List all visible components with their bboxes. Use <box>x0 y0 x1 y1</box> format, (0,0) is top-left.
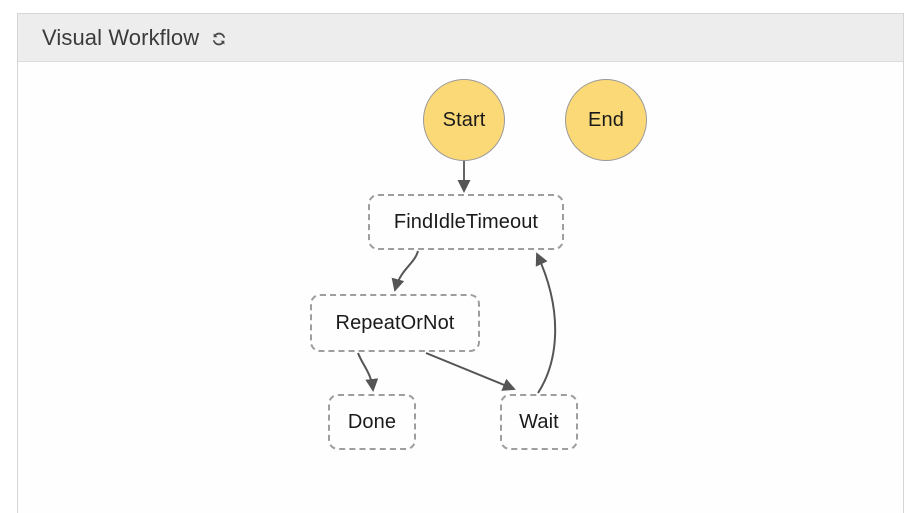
workflow-node-wait[interactable]: Wait <box>500 394 578 450</box>
edge-findidletimeout-to-repeatornot <box>391 250 419 292</box>
workflow-node-label: RepeatOrNot <box>335 311 455 334</box>
workflow-node-label: Wait <box>519 410 559 433</box>
workflow-node-label: End <box>588 108 624 131</box>
refresh-icon[interactable] <box>209 29 229 49</box>
edge-repeatornot-to-wait <box>425 352 516 391</box>
workflow-node-label: Start <box>442 108 486 131</box>
edge-repeatornot-to-done <box>357 352 379 392</box>
workflow-node-end[interactable]: End <box>565 79 647 161</box>
workflow-node-label: FindIdleTimeout <box>393 210 539 233</box>
page-title: Visual Workflow <box>42 24 200 50</box>
visual-workflow-panel: Visual Workflow <box>17 13 904 513</box>
panel-header: Visual Workflow <box>18 14 903 62</box>
workflow-node-repeatornot[interactable]: RepeatOrNot <box>310 294 480 352</box>
workflow-node-label: Done <box>347 410 397 433</box>
edge-wait-to-findidletimeout <box>535 252 557 394</box>
workflow-node-start[interactable]: Start <box>423 79 505 161</box>
workflow-node-findidletimeout[interactable]: FindIdleTimeout <box>368 194 564 250</box>
workflow-canvas[interactable]: Start End FindIdleTimeout RepeatOrNot Do… <box>18 62 903 513</box>
workflow-node-done[interactable]: Done <box>328 394 416 450</box>
